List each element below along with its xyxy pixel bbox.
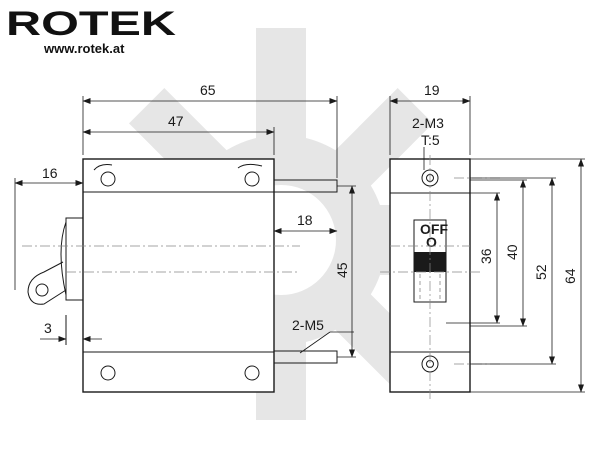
dim-52: 52	[533, 264, 549, 280]
rotek-logo: ROTEK www.rotek.at	[6, 5, 177, 56]
switch-off-label: OFF	[420, 221, 448, 237]
dim-65: 65	[200, 82, 216, 98]
breaker-body	[82, 158, 275, 393]
dim-45: 45	[334, 262, 350, 278]
dim-64: 64	[562, 268, 578, 284]
dim-16: 16	[42, 165, 58, 181]
label-m5: 2-M5	[292, 317, 324, 333]
label-m3: 2-M3	[412, 115, 444, 131]
dim-47: 47	[168, 113, 184, 129]
dim-18: 18	[297, 212, 313, 228]
label-t5: T:5	[421, 132, 440, 148]
dimensions-front: 19 2-M3 T:5 36 40 52 64	[389, 82, 585, 393]
front-view: OFF O	[380, 155, 500, 400]
svg-text:ROTEK: ROTEK	[6, 5, 177, 43]
dim-3: 3	[44, 320, 52, 336]
brand-url: www.rotek.at	[43, 41, 125, 56]
dim-40: 40	[504, 244, 520, 260]
dimensions-side: 65 47 16 18 45 3 2-M5	[14, 82, 356, 358]
dim-19: 19	[424, 82, 440, 98]
side-view	[22, 158, 338, 393]
switch-toggle	[414, 252, 446, 272]
switch-zero-label: O	[426, 234, 437, 250]
dim-36: 36	[478, 248, 494, 264]
